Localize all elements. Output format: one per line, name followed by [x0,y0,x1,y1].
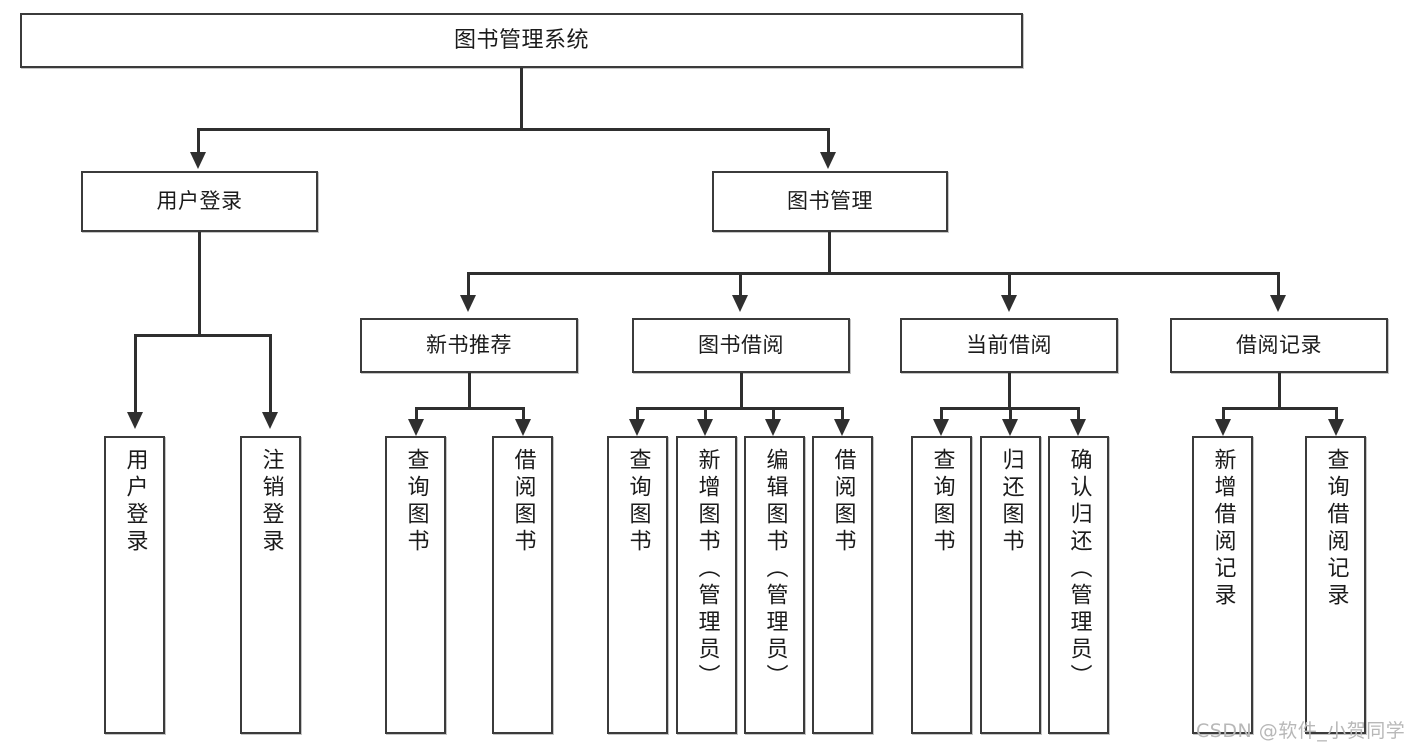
node-label: 借阅图书 [830,448,856,556]
leaf-book-borrow-add[interactable]: 新增图书（管理员） [676,436,737,734]
arrow-book-mgmt-to-new-book [460,295,476,312]
node-label: 编辑图书（管理员） [762,448,788,691]
edge-root-to-user-login [197,128,200,154]
arrow-user-login-child-1 [127,412,143,429]
node-label: 查询图书 [403,448,429,556]
edge-book-borrow-child-1 [636,407,639,421]
edge-borrow-record-stem [1278,373,1281,409]
leaf-current-borrow-return[interactable]: 归还图书 [980,436,1041,734]
leaf-book-borrow-edit[interactable]: 编辑图书（管理员） [744,436,805,734]
arrow-user-login-child-2 [262,412,278,429]
arrow-book-mgmt-to-borrow [732,295,748,312]
edge-new-book-stem [468,373,471,409]
edge-book-borrow-child-2 [704,407,707,421]
edge-new-book-child-1 [415,407,418,421]
edge-book-borrow-child-4 [841,407,844,421]
edge-new-book-bus [415,407,525,410]
node-label: 图书管理系统 [453,27,589,53]
edge-book-borrow-bus [636,407,844,410]
node-label: 用户登录 [122,448,148,556]
node-label: 图书管理 [787,189,873,214]
node-label: 新增借阅记录 [1210,448,1236,610]
node-label: 查询借阅记录 [1323,448,1349,610]
node-label: 确认归还（管理员） [1066,448,1092,691]
edge-book-mgmt-stem [828,232,831,274]
leaf-current-borrow-confirm[interactable]: 确认归还（管理员） [1048,436,1109,734]
arrow-book-borrow-child-4 [834,419,850,436]
node-label: 查询图书 [929,448,955,556]
node-root-system[interactable]: 图书管理系统 [20,13,1023,68]
arrow-book-mgmt-to-record [1270,295,1286,312]
arrow-borrow-record-child-1 [1215,419,1231,436]
node-label: 归还图书 [998,448,1024,556]
edge-current-borrow-child-1 [940,407,943,421]
edge-book-mgmt-to-borrow [739,272,742,297]
edge-book-mgmt-to-new-book [467,272,470,297]
leaf-borrow-record-add[interactable]: 新增借阅记录 [1192,436,1253,734]
leaf-new-book-query[interactable]: 查询图书 [385,436,446,734]
leaf-current-borrow-query[interactable]: 查询图书 [911,436,972,734]
node-borrow-record[interactable]: 借阅记录 [1170,318,1388,373]
edge-root-stem [520,68,523,130]
arrow-book-mgmt-to-current [1001,295,1017,312]
edge-book-mgmt-to-record [1277,272,1280,297]
edge-borrow-record-child-1 [1222,407,1225,421]
arrow-current-borrow-child-3 [1070,419,1086,436]
arrow-new-book-child-1 [408,419,424,436]
edge-root-bus [197,128,829,131]
node-label: 借阅图书 [510,448,536,556]
arrow-book-borrow-child-2 [697,419,713,436]
edge-user-login-stem [198,232,201,336]
edge-root-to-book-mgmt [827,128,830,154]
edge-book-borrow-child-3 [772,407,775,421]
arrow-root-to-user-login [190,152,206,169]
node-label: 用户登录 [156,189,243,214]
node-new-book-recommend[interactable]: 新书推荐 [360,318,578,373]
node-label: 图书借阅 [698,333,784,358]
edge-new-book-child-2 [522,407,525,421]
leaf-new-book-borrow[interactable]: 借阅图书 [492,436,553,734]
node-label: 查询图书 [625,448,651,556]
edge-user-login-bus [134,334,272,337]
leaf-borrow-record-query[interactable]: 查询借阅记录 [1305,436,1366,734]
node-book-borrow[interactable]: 图书借阅 [632,318,850,373]
node-user-login[interactable]: 用户登录 [81,171,318,232]
arrow-book-borrow-child-1 [629,419,645,436]
node-book-management[interactable]: 图书管理 [712,171,948,232]
edge-book-borrow-stem [740,373,743,409]
edge-book-mgmt-to-current [1008,272,1011,297]
edge-borrow-record-child-2 [1335,407,1338,421]
leaf-book-borrow-borrow[interactable]: 借阅图书 [812,436,873,734]
edge-user-login-child-1 [134,334,137,414]
arrow-borrow-record-child-2 [1328,419,1344,436]
node-current-borrow[interactable]: 当前借阅 [900,318,1118,373]
arrow-new-book-child-2 [515,419,531,436]
arrow-current-borrow-child-1 [933,419,949,436]
leaf-book-borrow-query[interactable]: 查询图书 [607,436,668,734]
node-label: 注销登录 [258,448,284,556]
leaf-user-login-login[interactable]: 用户登录 [104,436,165,734]
arrow-book-borrow-child-3 [765,419,781,436]
edge-current-borrow-stem [1008,373,1011,409]
node-label: 新增图书（管理员） [694,448,720,691]
edge-book-mgmt-bus [467,272,1280,275]
edge-current-borrow-child-2 [1009,407,1012,421]
edge-borrow-record-bus [1222,407,1338,410]
node-label: 新书推荐 [426,333,512,358]
edge-user-login-child-2 [269,334,272,414]
node-label: 借阅记录 [1236,333,1322,358]
node-label: 当前借阅 [966,333,1052,358]
arrow-current-borrow-child-2 [1002,419,1018,436]
edge-current-borrow-child-3 [1077,407,1080,421]
arrow-root-to-book-mgmt [820,152,836,169]
leaf-user-login-logout[interactable]: 注销登录 [240,436,301,734]
